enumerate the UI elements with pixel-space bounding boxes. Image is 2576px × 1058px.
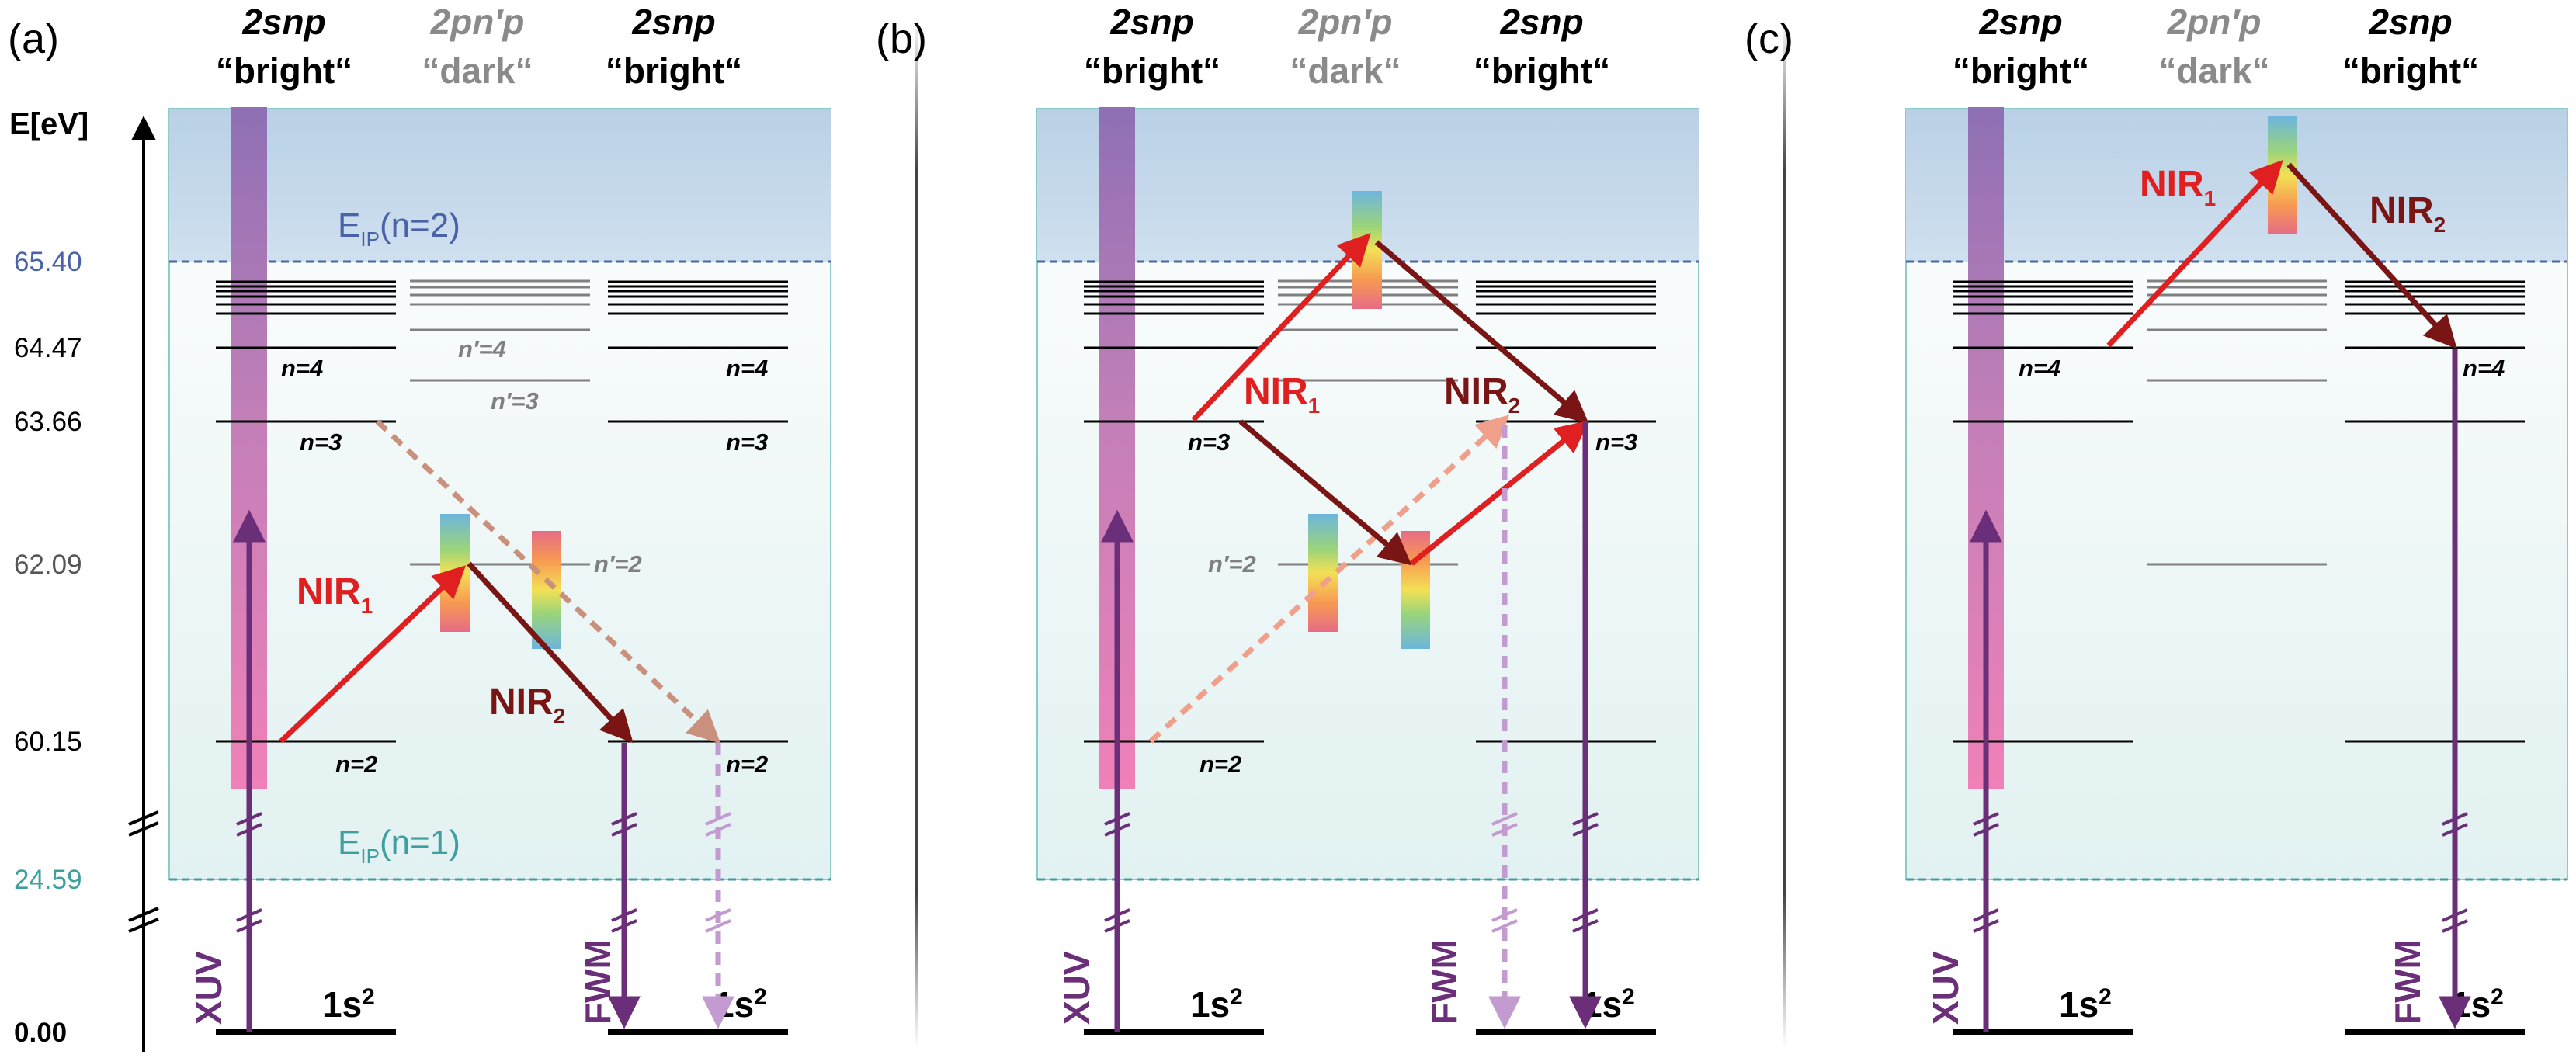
axis-tick-label: 63.66 <box>14 407 82 437</box>
xuv-label: XUV <box>1057 951 1097 1025</box>
panel-c: XUV 1s2 1s2 2snp “bright“ 2pn′p “dark“ 2snp “bri… <box>1745 2 2568 1035</box>
fwm-break <box>1572 812 1599 933</box>
nir1-label: NIR1 <box>297 571 373 618</box>
rainbow-bar <box>532 531 561 649</box>
axis-tick-label: 64.47 <box>14 333 82 363</box>
nir1-label: NIR1 <box>1244 371 1320 418</box>
level-label-n3: n=3 <box>1188 428 1230 456</box>
level-label-n2: n=2 <box>1199 751 1241 778</box>
nir2-label: NIR2 <box>2369 190 2446 237</box>
column-title-type: “bright“ <box>1474 50 1610 91</box>
fwm-break <box>611 812 637 933</box>
nir2-label: NIR2 <box>1444 371 1520 418</box>
fwm-dashed-break <box>1491 812 1518 933</box>
axis-tick-label: 65.40 <box>14 247 82 277</box>
level-label-n4: n=4 <box>2019 355 2060 382</box>
energy-axis: E[eV] 65.40 64.47 63.66 62.09 60.15 24.59 0.00 <box>9 107 159 1052</box>
column-title-config: 2pn′p <box>1298 2 1393 42</box>
nir1-arrow <box>279 565 467 744</box>
panel-label: (b) <box>876 16 927 62</box>
fwm-label: FWM <box>2387 939 2428 1025</box>
ground-state-label: 1s2 <box>2451 984 2504 1025</box>
level-label-n4: n=4 <box>726 355 768 382</box>
column-title-config: 2snp <box>2368 2 2452 42</box>
eip-n2-label: EIP(n=2) <box>338 206 460 251</box>
nir2-arrow <box>2286 162 2457 349</box>
column-title-type: “dark“ <box>1290 50 1401 91</box>
continuum-region <box>1906 109 2567 262</box>
column-title-type: “bright“ <box>606 50 742 91</box>
level-label-n2: n=2 <box>335 751 377 778</box>
column-title-config: 2snp <box>631 2 715 42</box>
xuv-label: XUV <box>189 951 229 1025</box>
panel-label: (c) <box>1745 16 1793 62</box>
column-title-type: “bright“ <box>216 50 352 91</box>
level-label-nprime2: n′=2 <box>594 550 642 578</box>
panel-c-transitions: NIR1 NIR2 FWM <box>2106 116 2471 1029</box>
nir1-arrow <box>1409 420 1589 566</box>
nir2-arrow <box>1374 240 1589 424</box>
column-title-config: 2snp <box>241 2 325 42</box>
level-label-n3: n=3 <box>300 428 342 456</box>
xuv-break <box>1104 812 1130 933</box>
nir1-label: NIR1 <box>2140 164 2216 210</box>
column-title-config: 2snp <box>1499 2 1583 42</box>
nir2-dashed-arrow <box>375 419 721 744</box>
column-title-type: “bright“ <box>1084 50 1220 91</box>
level-label-nprime2: n′=2 <box>1208 550 1256 578</box>
column-title-type: “bright“ <box>1953 50 2089 91</box>
xuv-label: XUV <box>1925 951 1966 1025</box>
panel-a: XUV 1s2 1s2 2snp “bright“ 2pn′p “dark“ 2snp “bri… <box>8 2 831 1035</box>
xuv-break <box>236 812 262 933</box>
axis-label: E[eV] <box>9 107 89 141</box>
fwm-dashed-break <box>705 812 731 933</box>
continuum-region <box>169 109 831 262</box>
panel-divider <box>915 16 918 1048</box>
nir1-arrow <box>1191 232 1371 422</box>
axis-tick-label: 0.00 <box>14 1018 67 1048</box>
axis-tick-label: 62.09 <box>14 550 82 580</box>
axis-tick-label: 24.59 <box>14 865 82 895</box>
level-label-n4: n=4 <box>281 355 323 382</box>
axis-tick-label: 60.15 <box>14 727 82 757</box>
column-title-config: 2pn′p <box>2167 2 2262 42</box>
rainbow-bar <box>1308 514 1338 632</box>
column-title-config: 2pn′p <box>430 2 525 42</box>
panel-label: (a) <box>8 16 59 62</box>
nir2-arrow <box>467 561 634 744</box>
level-label-n2: n=2 <box>726 751 768 778</box>
level-label-n3: n=3 <box>726 428 768 456</box>
column-title-config: 2snp <box>1978 2 2062 42</box>
eip-n1-label: EIP(n=1) <box>338 824 460 868</box>
level-label-nprime4: n′=4 <box>458 335 506 362</box>
xuv-break <box>1973 812 1999 933</box>
column-title-type: “dark“ <box>2158 50 2269 91</box>
ground-state-label: 1s2 <box>322 984 375 1025</box>
ground-state-label: 1s2 <box>714 984 767 1025</box>
panel-a-transitions: NIR1 NIR2 FWM <box>279 419 734 1029</box>
panel-divider <box>1783 16 1786 1048</box>
level-label-n4: n=4 <box>2463 355 2505 382</box>
panel-b: XUV 1s2 1s2 2snp “bright“ 2pn′p “dark“ 2snp “bri… <box>876 2 1699 1035</box>
axis-ticks: 65.40 64.47 63.66 62.09 60.15 24.59 0.00 <box>14 247 82 1048</box>
nir2-arrow <box>1238 419 1412 566</box>
ground-state-label: 1s2 <box>1190 984 1243 1025</box>
fwm-break <box>2442 812 2468 933</box>
rainbow-bar <box>2268 116 2297 234</box>
level-label-nprime3: n′=3 <box>491 387 539 415</box>
fwm-label: FWM <box>1424 939 1464 1025</box>
column-title-type: “dark“ <box>422 50 533 91</box>
fwm-label: FWM <box>578 939 618 1025</box>
ground-state-label: 1s2 <box>2059 984 2112 1025</box>
nir-dashed-arrow <box>1148 415 1510 744</box>
ground-state-label: 1s2 <box>1582 984 1635 1025</box>
panel-b-transitions: NIR1 NIR2 FWM <box>1148 191 1602 1029</box>
column-title-config: 2snp <box>1109 2 1193 42</box>
axis-break <box>128 810 159 933</box>
level-label-n3: n=3 <box>1595 428 1637 456</box>
nir1-arrow <box>2106 159 2283 348</box>
nir2-label: NIR2 <box>489 682 565 728</box>
column-title-type: “bright“ <box>2342 50 2479 91</box>
